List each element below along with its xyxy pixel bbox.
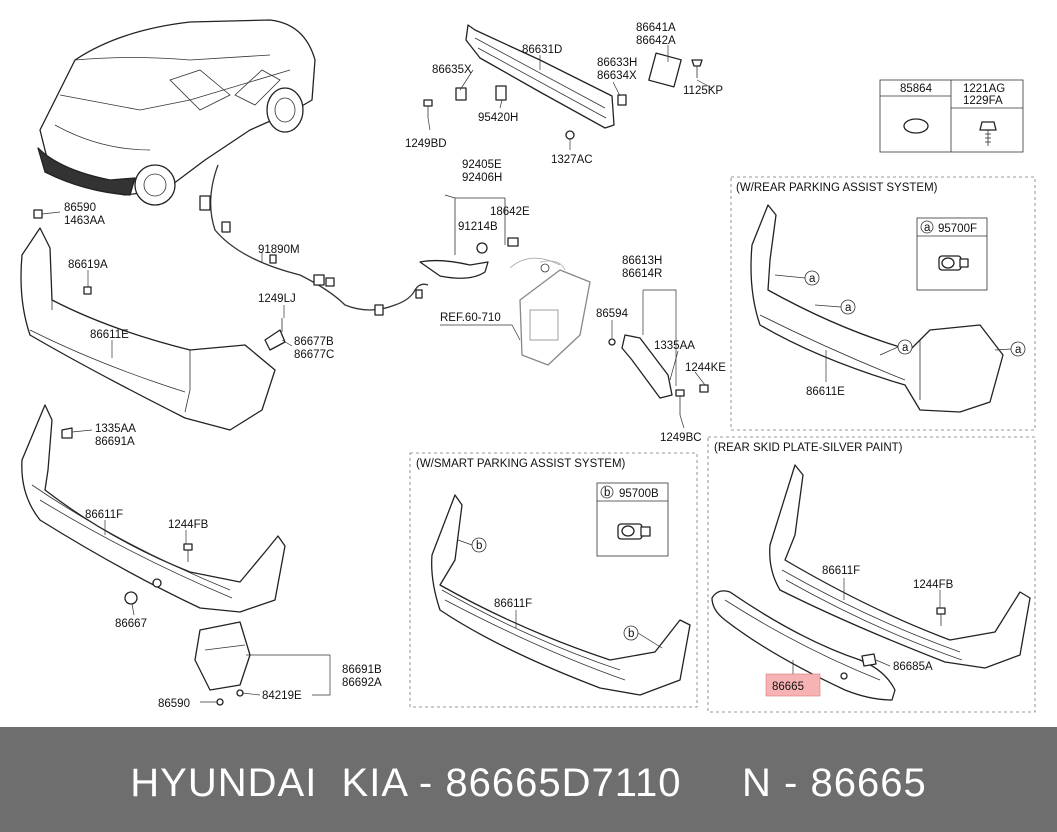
spa-marker-b-1: b [476, 540, 482, 552]
label-18642E: 18642E [490, 206, 530, 218]
section-rear-skid-plate: (REAR SKID PLATE-SILVER PAINT) 86611F 12… [707, 436, 1036, 713]
label-86677B: 86677B [294, 336, 334, 348]
label-92405E: 92405E [462, 159, 502, 171]
parts-diagram: 86641A 86642A 86631D 86633H 86634X 86635… [20, 19, 1036, 713]
highlight-86665 [765, 673, 821, 697]
vehicle-illustration [37, 19, 316, 206]
label-1221AG: 1221AG [963, 83, 1005, 95]
label-91214B: 91214B [458, 221, 498, 233]
label-1249LJ: 1249LJ [258, 293, 296, 305]
label-86613H: 86613H [622, 255, 662, 267]
rear-bumper-upper [20, 209, 286, 431]
label-ref-60-710: REF.60-710 [440, 312, 501, 324]
label-92406H: 92406H [462, 172, 502, 184]
spa-key-b: b [604, 487, 610, 499]
rpa-label-86611E: 86611E [806, 386, 845, 398]
rear-bumper-lower [21, 404, 286, 706]
rear-beam-assembly [423, 24, 703, 140]
label-86633H: 86633H [597, 57, 637, 69]
rpa-part-95700F: 95700F [938, 223, 977, 235]
skid-label-86665: 86665 [772, 681, 804, 693]
spa-part-95700B: 95700B [619, 488, 659, 500]
label-84219E: 84219E [262, 690, 302, 702]
skid-label-86685A: 86685A [893, 661, 933, 673]
label-86692A: 86692A [342, 677, 382, 689]
label-1335AA-l: 1335AA [95, 423, 136, 435]
label-86611F: 86611F [85, 509, 123, 521]
wiring-harness [199, 164, 429, 316]
leader-lines-top [427, 45, 713, 150]
label-86634X: 86634X [597, 70, 637, 82]
rpa-marker-a-4: a [1015, 344, 1022, 356]
label-86691B: 86691B [342, 664, 382, 676]
label-86611E: 86611E [90, 329, 129, 341]
spa-label-86611F: 86611F [494, 598, 532, 610]
spa-title: (W/SMART PARKING ASSIST SYSTEM) [416, 458, 626, 470]
spa-marker-b-2: b [628, 628, 634, 640]
footer-text: HYUNDAI KIA - 86665D7110 N - 86665 [130, 761, 927, 805]
section-rear-parking-assist: (W/REAR PARKING ASSIST SYSTEM) a 95700F … [730, 176, 1036, 431]
rpa-marker-a-2: a [845, 302, 852, 314]
skid-label-86611F: 86611F [822, 565, 860, 577]
part-number-footer: HYUNDAI KIA - 86665D7110 N - 86665 [0, 727, 1057, 832]
label-86642A: 86642A [636, 35, 676, 47]
label-86641A: 86641A [636, 22, 676, 34]
label-86594: 86594 [596, 308, 629, 320]
rpa-marker-a-3: a [902, 342, 909, 354]
body-panel-reference [440, 257, 591, 366]
label-95420H: 95420H [478, 112, 518, 124]
label-1229FA: 1229FA [963, 95, 1003, 107]
label-86635X: 86635X [432, 64, 472, 76]
label-1125KP: 1125KP [683, 85, 723, 97]
label-86667: 86667 [115, 618, 147, 630]
label-1249BC: 1249BC [660, 432, 702, 444]
label-1463AA: 1463AA [64, 215, 105, 227]
bumper-bracket [608, 334, 709, 415]
label-86619A: 86619A [68, 259, 108, 271]
label-1244KE: 1244KE [685, 362, 726, 374]
label-86614R: 86614R [622, 268, 662, 280]
label-1249BD: 1249BD [405, 138, 447, 150]
label-1244FB: 1244FB [168, 519, 209, 531]
label-85864: 85864 [900, 83, 933, 95]
label-86691A: 86691A [95, 436, 135, 448]
label-86590-top: 86590 [64, 202, 96, 214]
label-86590-bottom: 86590 [158, 698, 190, 710]
rpa-title: (W/REAR PARKING ASSIST SYSTEM) [736, 182, 938, 194]
rpa-marker-a-1: a [809, 273, 816, 285]
smart-sensor-icon [617, 523, 651, 540]
label-1327AC: 1327AC [551, 154, 593, 166]
skid-title: (REAR SKID PLATE-SILVER PAINT) [714, 442, 903, 454]
section-smart-parking-assist: (W/SMART PARKING ASSIST SYSTEM) b 95700B… [409, 452, 698, 708]
fastener-table [879, 79, 1024, 153]
label-1335AA-r: 1335AA [654, 340, 695, 352]
label-86631D: 86631D [522, 44, 562, 56]
skid-label-1244FB: 1244FB [913, 579, 954, 591]
label-91890M: 91890M [258, 244, 300, 256]
rpa-key-a: a [924, 222, 931, 234]
label-86677C: 86677C [294, 349, 334, 361]
parking-sensor-icon [938, 255, 969, 271]
